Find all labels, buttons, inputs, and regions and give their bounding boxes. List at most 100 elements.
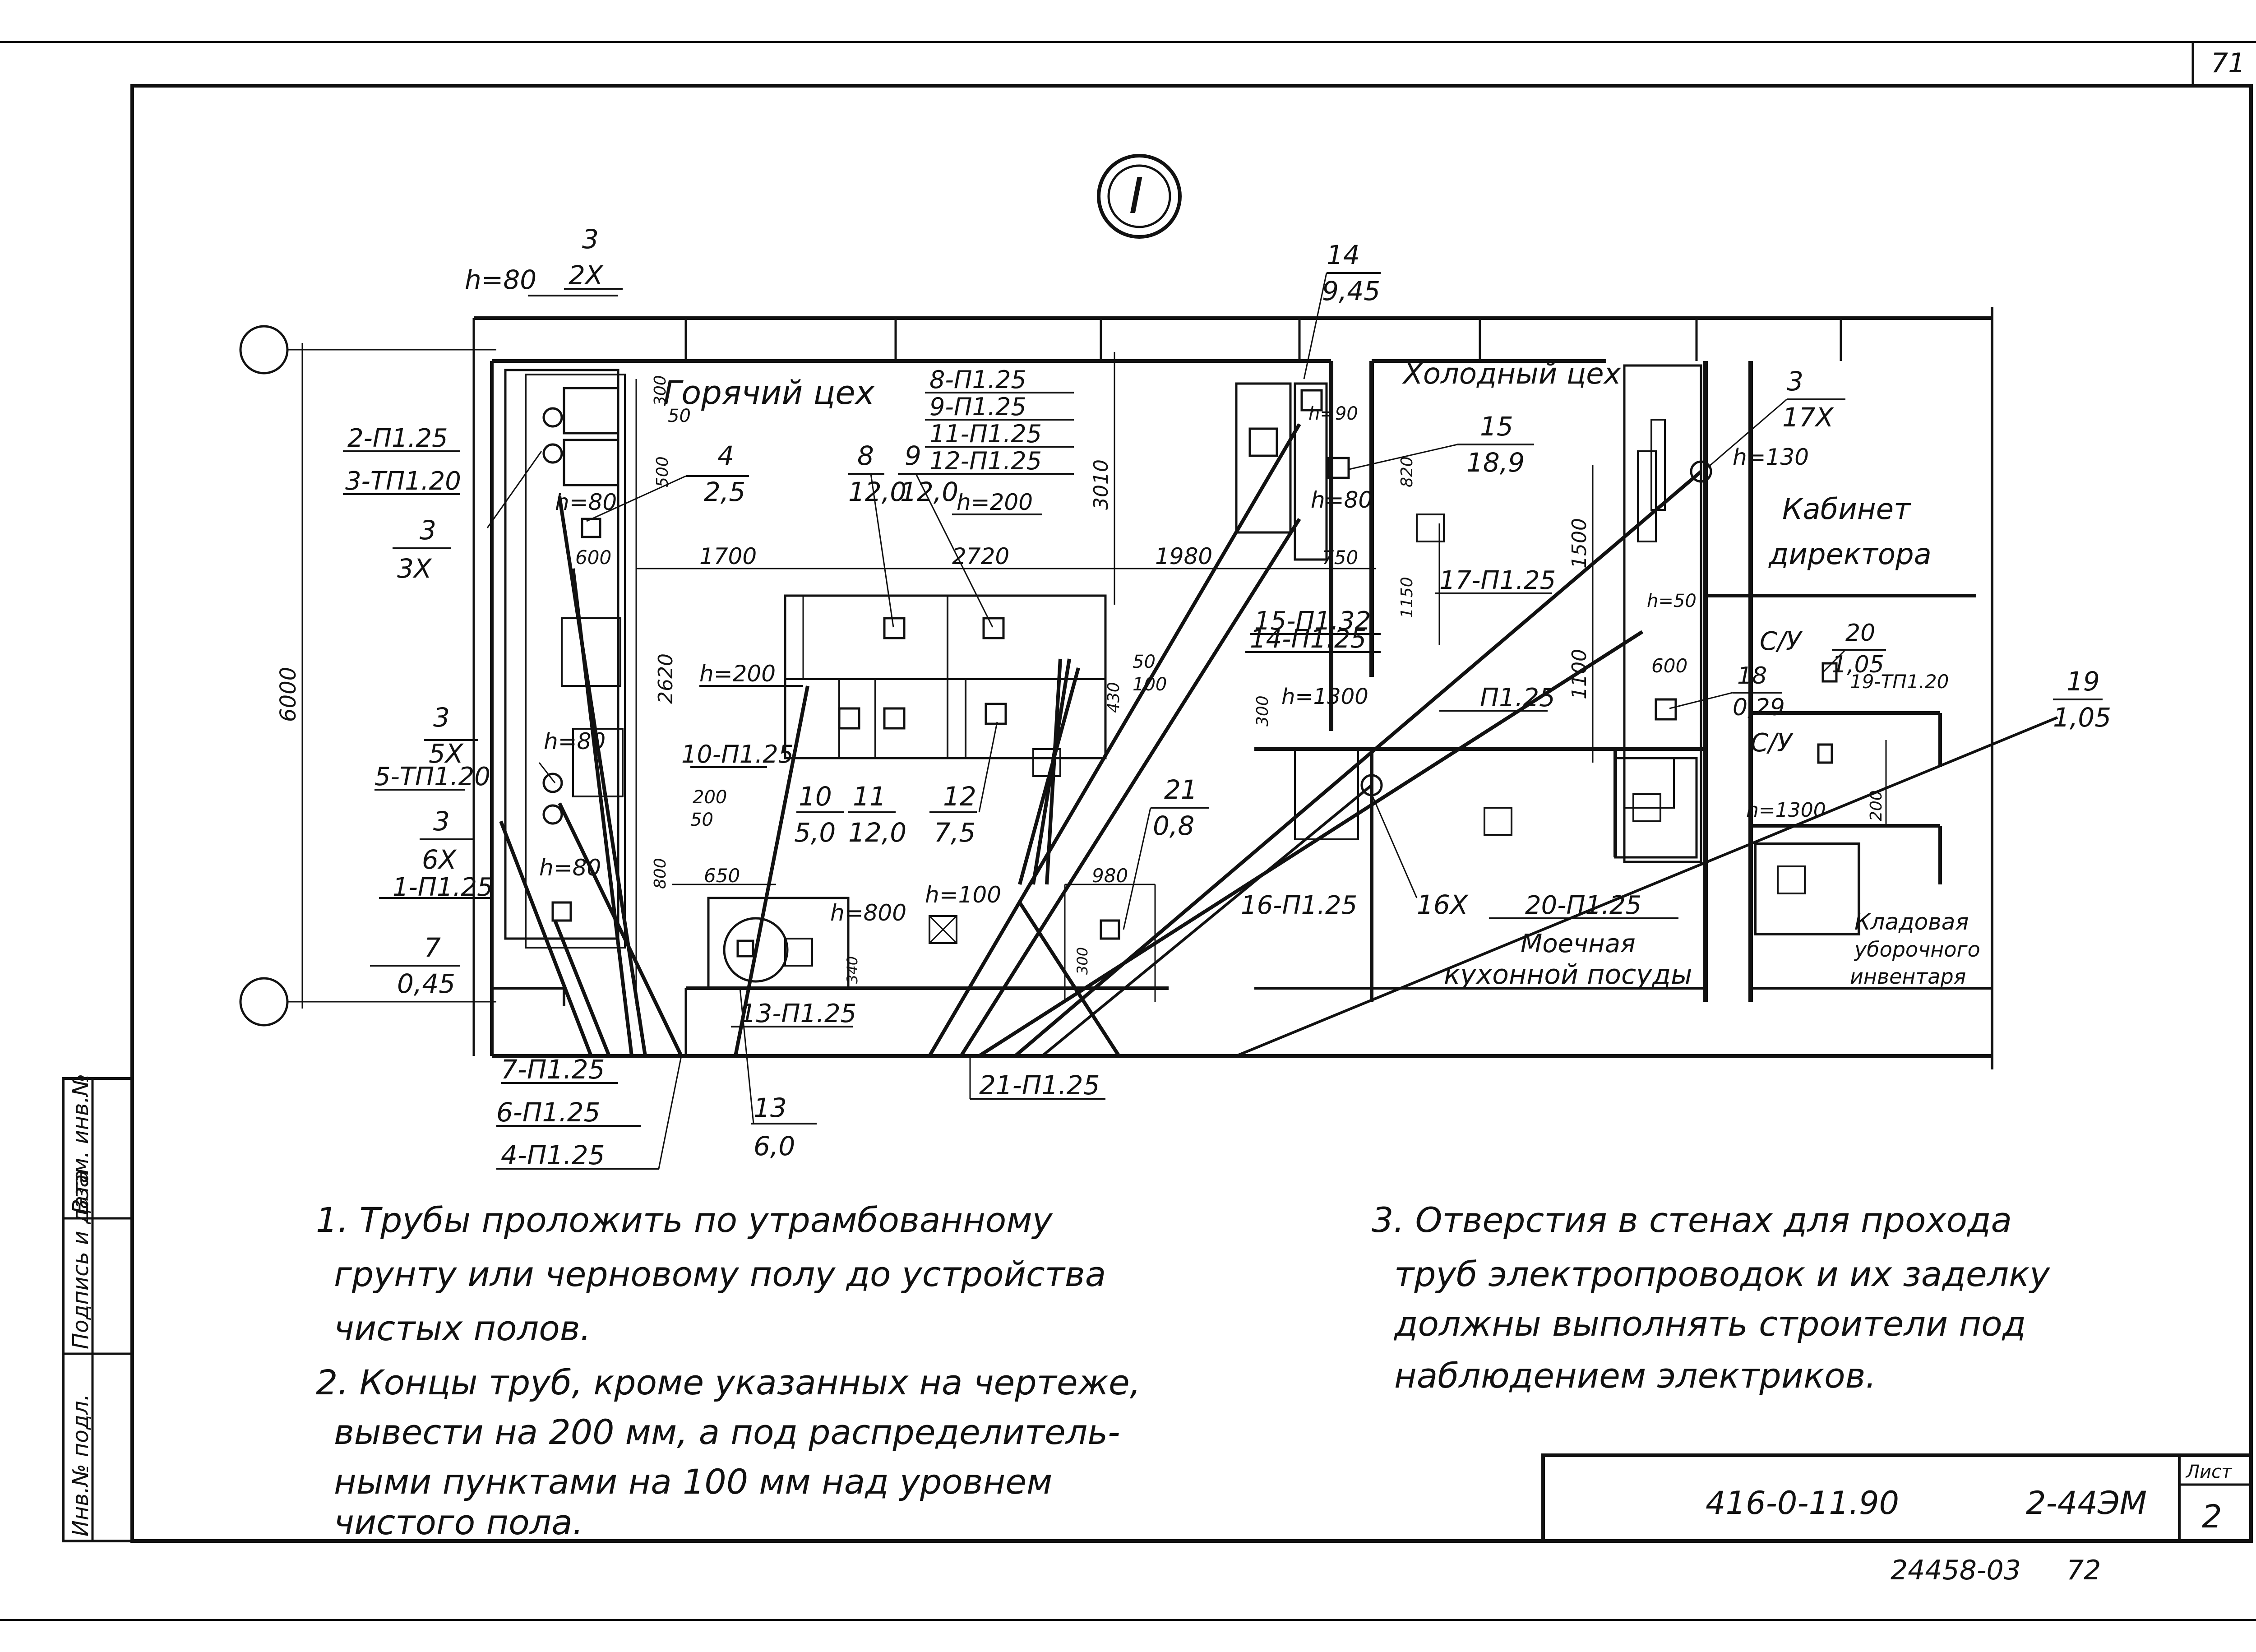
point-7-num: 7 [424,932,441,963]
cable-1: 1-П1.25 [393,873,493,902]
dim-200b: 200 [693,787,727,808]
sheet-number: 2 [2202,1498,2222,1535]
drawing-code: 2-44ЭМ [2026,1485,2147,1522]
dim-6000: 6000 [276,667,301,722]
section-marker: I [1097,154,1182,239]
other-rooms-equipment [542,382,1838,894]
height-h1300-wash: h=1300 [1281,684,1368,709]
point-21-num: 21 [1164,774,1197,805]
section-mark-label: I [1129,167,1143,225]
point-3b-value: 3X [397,553,432,584]
room-cold-shop: Холодный цех [1402,357,1622,391]
dim-340: 340 [844,956,861,984]
cable-10: 10-П1.25 [681,740,794,768]
dim-300c: 300 [1074,947,1091,975]
dim-2720: 2720 [952,543,1009,569]
height-h800: h=800 [830,900,906,926]
dim-1700: 1700 [699,543,757,569]
stamp-number: 24458-03 [1891,1555,2021,1586]
point-4-num: 4 [717,440,734,471]
dim-1150: 1150 [1398,577,1416,618]
point-16x: 16X [1417,889,1469,920]
dimension-lines [635,352,1887,1006]
point-3d-value: 6X [422,844,457,875]
note-2-line1: 2. Концы труб, кроме указанных на чертеж… [316,1362,1141,1402]
dim-50a: 50 [668,406,691,426]
general-notes: 1. Трубы проложить по утрамбованному гру… [316,1200,2050,1542]
cable-3: 3-ТП1.20 [345,467,461,496]
stamp-page: 72 [2066,1555,2101,1586]
room-wash-line2: кухонной посуды [1444,959,1692,990]
room-store-line2: уборочного [1854,937,1980,962]
corner-page-number: 71 [2211,47,2245,79]
note-3-line1: 3. Отверстия в стенах для прохода [1372,1200,2012,1240]
point-3c-num: 3 [433,702,450,733]
dim-300b: 300 [1253,695,1272,727]
axis-bubbles: 6000 [239,325,496,1027]
point-12-value: 7,5 [934,817,975,848]
dim-1500: 1500 [1568,518,1591,569]
point-4-value: 2,5 [704,477,745,507]
stamp-inv-swap: Взам. инв.№ [68,1074,93,1214]
dim-100: 100 [1133,674,1167,695]
dimension-labels: 1700 2720 1980 2620 3010 300 600 600 650… [575,375,1886,984]
point-18-num: 18 [1737,662,1767,689]
dim-820: 820 [1398,456,1416,487]
point-3e-num: 3 [1787,366,1803,397]
height-h50: h=50 [1647,591,1697,611]
dim-200: 200 [1867,790,1886,821]
room-wash-line1: Моечная [1521,929,1636,958]
room-wc-2: С/У [1751,728,1794,758]
dim-3010: 3010 [1090,459,1113,510]
note-2-line2: вывести на 200 мм, а под распределитель- [334,1412,1120,1452]
note-2-line3: ными пунктами на 100 мм над уровнем [334,1462,1052,1502]
point-20-num: 20 [1845,620,1875,647]
leader-lines [343,272,2103,1170]
height-h80-cold: h=80 [1311,487,1373,513]
point-3c-value: 5X [429,738,464,769]
dim-1100: 1100 [1568,649,1591,699]
note-3-line3: должны выполнять строители под [1393,1304,2026,1344]
room-office-line1: Кабинет [1782,493,1911,526]
dim-50c: 50 [1133,652,1156,672]
point-19-num: 19 [2066,666,2100,697]
point-18-value: 0,29 [1733,694,1785,721]
dim-430: 430 [1105,682,1123,713]
point-8-value: 12,0 [848,477,906,507]
point-3d-num: 3 [433,806,450,837]
cable-8: 8-П1.25 [929,366,1026,394]
dim-2620: 2620 [654,653,677,704]
height-h200-table: h=200 [699,661,776,687]
dim-650: 650 [704,865,740,887]
note-1-line2: грунту или черновому полу до устройства [334,1254,1106,1294]
conduit-runs [499,423,2058,1058]
dim-980: 980 [1092,865,1128,887]
point-15-value: 18,9 [1466,447,1525,478]
cable-13: 13-П1.25 [740,999,856,1028]
point-labels: 3 2X 3 3X 3 5X 3 6X 3 17X 4 2,5 7 0,45 8… [397,224,2111,1161]
point-9-num: 9 [905,440,921,471]
room-store-line3: инвентаря [1850,964,1966,989]
point-8-num: 8 [857,440,874,471]
height-h100: h=100 [925,882,1001,908]
note-2-line4: чистого пола. [334,1502,583,1542]
dim-800: 800 [651,858,670,889]
point-9-value: 12,0 [900,477,958,507]
point-19-value: 1,05 [2053,702,2111,733]
document-code: 416-0-11.90 [1706,1485,1899,1522]
room-labels: Горячий цех Холодный цех Кабинет директо… [663,357,1980,990]
point-3-value: 2X [569,260,604,291]
point-13-value: 6,0 [754,1131,795,1161]
room-store-line1: Кладовая [1854,909,1969,935]
cable-15: 15-П1.32 [1254,606,1371,636]
note-3-line4: наблюдением электриков. [1394,1356,1877,1396]
cable-6: 6-П1.25 [496,1097,601,1128]
mounting-heights: h=80 h=80 h=80 h=80 h=90 h=80 h=200 h=20… [465,264,1826,926]
cable-p125: П1.25 [1480,683,1555,713]
cable-16: 16-П1.25 [1241,891,1357,920]
cable-labels: 1-П1.25 2-П1.25 3-ТП1.20 4-П1.25 5-ТП1.2… [345,366,1949,1171]
point-11-num: 11 [853,781,886,812]
point-7-value: 0,45 [397,968,455,999]
point-3-num: 3 [582,224,599,255]
